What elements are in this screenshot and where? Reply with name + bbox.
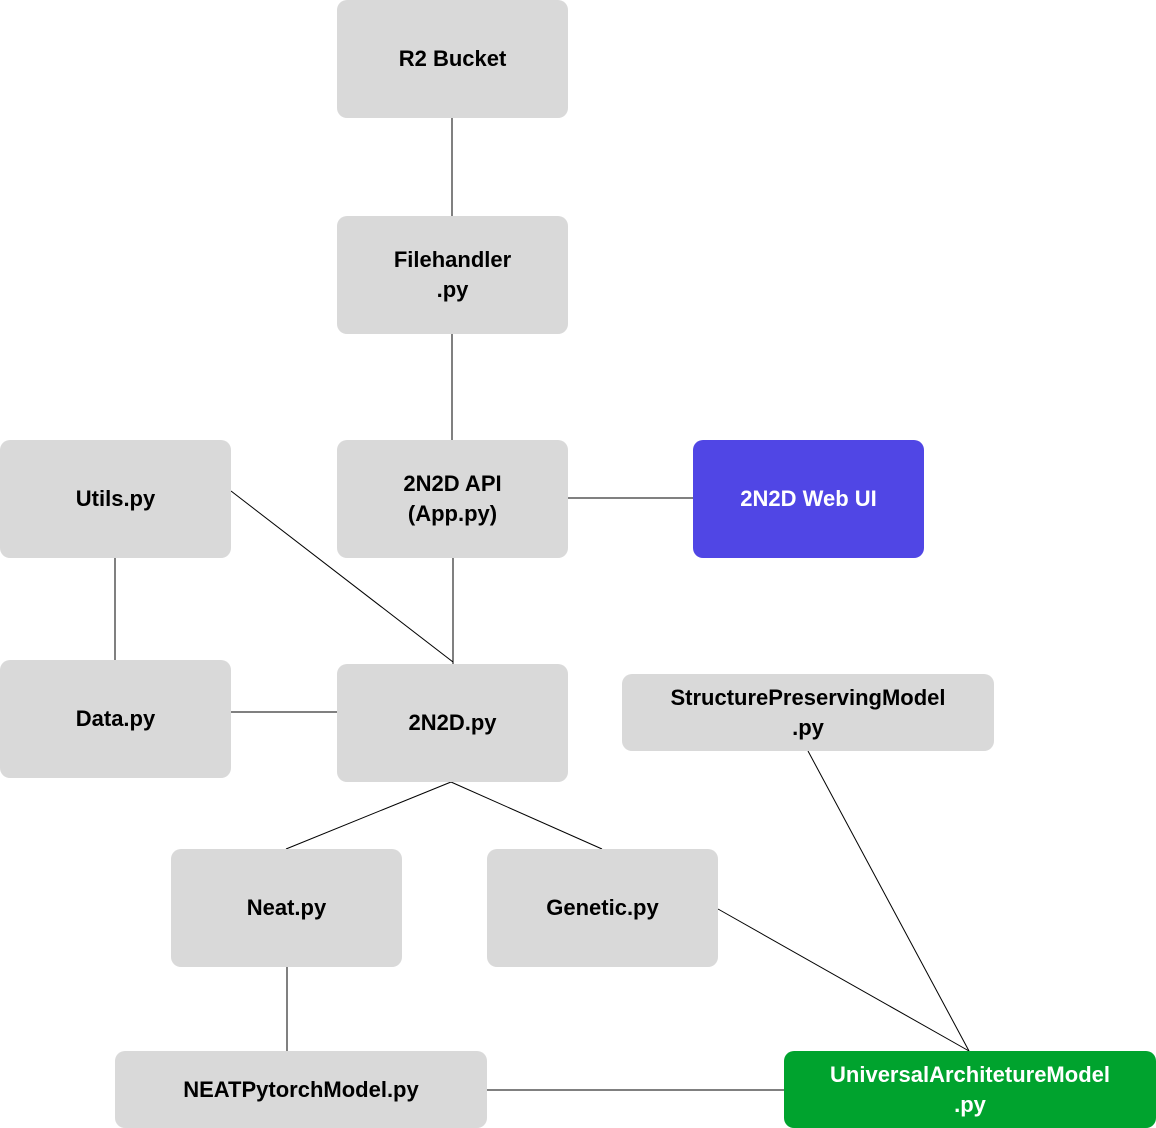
- node-genetic: Genetic.py: [487, 849, 718, 967]
- node-neat: Neat.py: [171, 849, 402, 967]
- edge-main-neat: [285, 781, 452, 850]
- node-utils: Utils.py: [0, 440, 231, 558]
- node-structure-preserving-model: StructurePreservingModel .py: [622, 674, 994, 751]
- node-main: 2N2D.py: [337, 664, 568, 782]
- node-neat-pytorch-model: NEATPytorchModel.py: [115, 1051, 487, 1128]
- edge-genetic-universal: [717, 908, 970, 1052]
- node-r2-bucket: R2 Bucket: [337, 0, 568, 118]
- edge-main-genetic: [450, 781, 603, 850]
- edge-spm-universal: [807, 750, 970, 1052]
- node-api: 2N2D API (App.py): [337, 440, 568, 558]
- edge-utils-main: [230, 490, 454, 663]
- node-universal-architecture-model: UniversalArchitetureModel .py: [784, 1051, 1156, 1128]
- node-web-ui: 2N2D Web UI: [693, 440, 924, 558]
- node-data: Data.py: [0, 660, 231, 778]
- node-filehandler: Filehandler .py: [337, 216, 568, 334]
